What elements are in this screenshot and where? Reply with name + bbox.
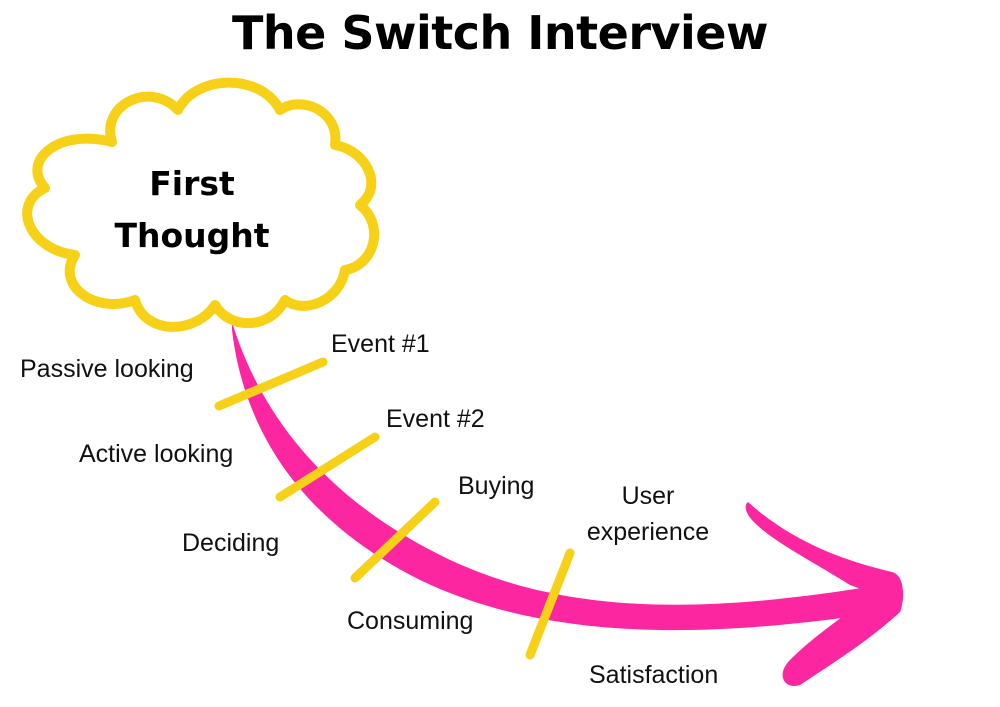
event-1-label: Event #1 (331, 330, 430, 358)
event-buying-label: Buying (458, 472, 535, 500)
cloud-label-line2: Thought (114, 216, 270, 255)
user-experience-line1: User (621, 482, 675, 510)
tick-event1 (214, 357, 328, 411)
stage-deciding: Deciding (182, 529, 280, 557)
event-2-label: Event #2 (386, 405, 485, 433)
user-experience-line2: experience (586, 518, 710, 546)
stage-passive-looking: Passive looking (20, 355, 194, 383)
journey-arrow-head (745, 502, 904, 686)
event-user-experience-label: User experience (578, 481, 718, 547)
cloud-label: First Thought (92, 158, 292, 262)
diagram-title: The Switch Interview (232, 6, 768, 60)
event-ticks (214, 357, 575, 660)
tick-buying (350, 497, 440, 583)
journey-arrow-shaft (232, 322, 884, 631)
cloud-label-line1: First (149, 164, 235, 203)
stage-consuming: Consuming (347, 607, 474, 635)
stage-active-looking: Active looking (79, 440, 234, 468)
tick-user-experience (525, 548, 575, 660)
stage-satisfaction: Satisfaction (589, 661, 719, 689)
tick-event2 (275, 432, 380, 502)
thought-cloud-icon (22, 77, 380, 332)
